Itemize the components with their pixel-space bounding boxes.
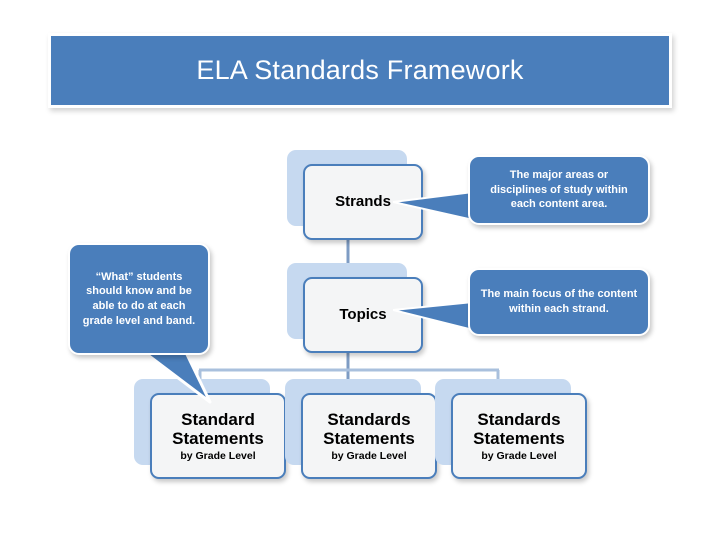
callout-topics[interactable]: The main focus of the content within eac… [468, 268, 650, 336]
flow-node-standards-statements-2[interactable]: Standards Statements by Grade Level [285, 379, 437, 479]
node-label-line1: Standards [477, 409, 561, 429]
node-label-line2: Statements [323, 428, 415, 448]
node-card: Standards Statements by Grade Level [451, 393, 587, 479]
node-card: Strands [303, 164, 423, 240]
node-label-line1: Standards [327, 409, 411, 429]
callout-bubble: The main focus of the content within eac… [468, 268, 650, 336]
node-sublabel: by Grade Level [180, 449, 256, 462]
callout-what-students-should-know[interactable]: “What” students should know and be able … [68, 243, 210, 355]
node-sublabel: by Grade Level [481, 449, 557, 462]
node-label-line1: Standard [181, 409, 255, 429]
callout-text-what: “What” students should know and be able … [82, 270, 196, 327]
flow-node-strands[interactable]: Strands [287, 150, 423, 240]
node-label-line2: Statements [172, 428, 264, 448]
callout-text-topics: The main focus of the content within eac… [480, 288, 638, 315]
node-label-topics: Topics [339, 305, 387, 323]
node-label-line2: Statements [473, 428, 565, 448]
node-card: Standard Statements by Grade Level [150, 393, 286, 479]
callout-text-strands: The major areas or disciplines of study … [490, 168, 628, 211]
flow-node-topics[interactable]: Topics [287, 263, 423, 353]
callout-strands[interactable]: The major areas or disciplines of study … [468, 155, 650, 225]
node-label-strands: Strands [335, 192, 391, 210]
callout-bubble: “What” students should know and be able … [68, 243, 210, 355]
callout-bubble: The major areas or disciplines of study … [468, 155, 650, 225]
flow-node-standard-statements-1[interactable]: Standard Statements by Grade Level [134, 379, 286, 479]
node-card: Standards Statements by Grade Level [301, 393, 437, 479]
page-title: ELA Standards Framework [196, 55, 524, 85]
page-title-banner: ELA Standards Framework [48, 33, 672, 108]
node-card: Topics [303, 277, 423, 353]
node-sublabel: by Grade Level [331, 449, 407, 462]
flow-node-standards-statements-3[interactable]: Standards Statements by Grade Level [435, 379, 587, 479]
